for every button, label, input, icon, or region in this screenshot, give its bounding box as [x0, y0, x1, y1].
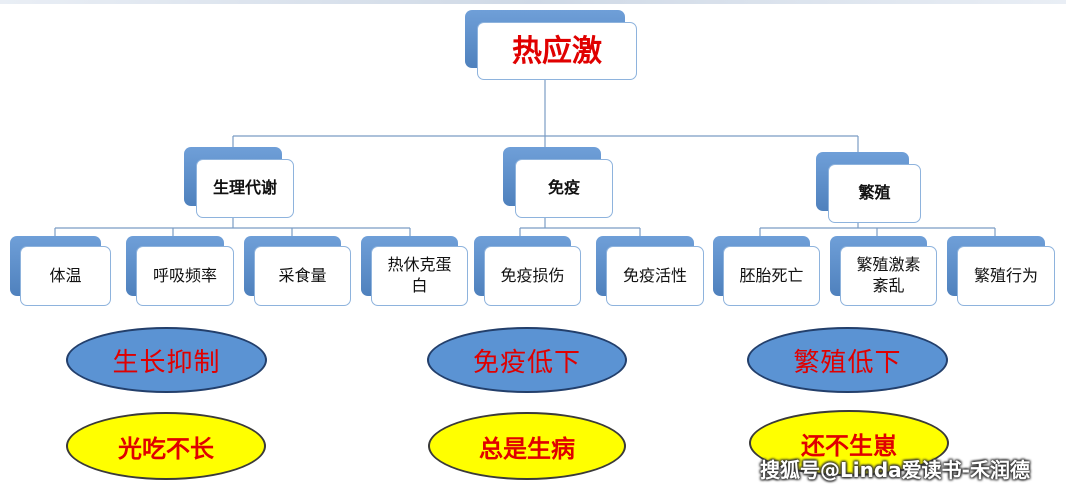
leaf-node: 热休克蛋白	[361, 236, 468, 306]
root-node: 热应激	[465, 10, 637, 80]
leaf-node: 免疫活性	[596, 236, 704, 306]
root-node-label: 热应激	[477, 22, 637, 80]
effect-ellipse-reproduction: 繁殖低下	[747, 327, 948, 393]
leaf-node: 体温	[10, 236, 111, 306]
category-node-reproduction: 繁殖	[816, 152, 921, 223]
slogan-ellipse-reproduction: 还不生崽	[749, 410, 949, 476]
top-decor-band	[0, 0, 1066, 4]
leaf-node: 繁殖行为	[947, 236, 1055, 306]
leaf-node: 胚胎死亡	[713, 236, 820, 306]
category-node-physiology: 生理代谢	[184, 147, 294, 218]
watermark-text: 搜狐号@Linda爱读书-禾润德	[760, 458, 1030, 482]
leaf-node: 呼吸频率	[126, 236, 234, 306]
leaf-node: 采食量	[244, 236, 351, 306]
slogan-ellipse-growth: 光吃不长	[66, 412, 266, 480]
effect-ellipse-immunity: 免疫低下	[427, 327, 627, 393]
slogan-ellipse-immunity: 总是生病	[428, 412, 626, 480]
leaf-node: 免疫损伤	[474, 236, 581, 306]
leaf-node: 繁殖激素紊乱	[830, 236, 937, 306]
effect-ellipse-growth: 生长抑制	[66, 327, 267, 393]
category-node-immunity: 免疫	[503, 147, 613, 218]
